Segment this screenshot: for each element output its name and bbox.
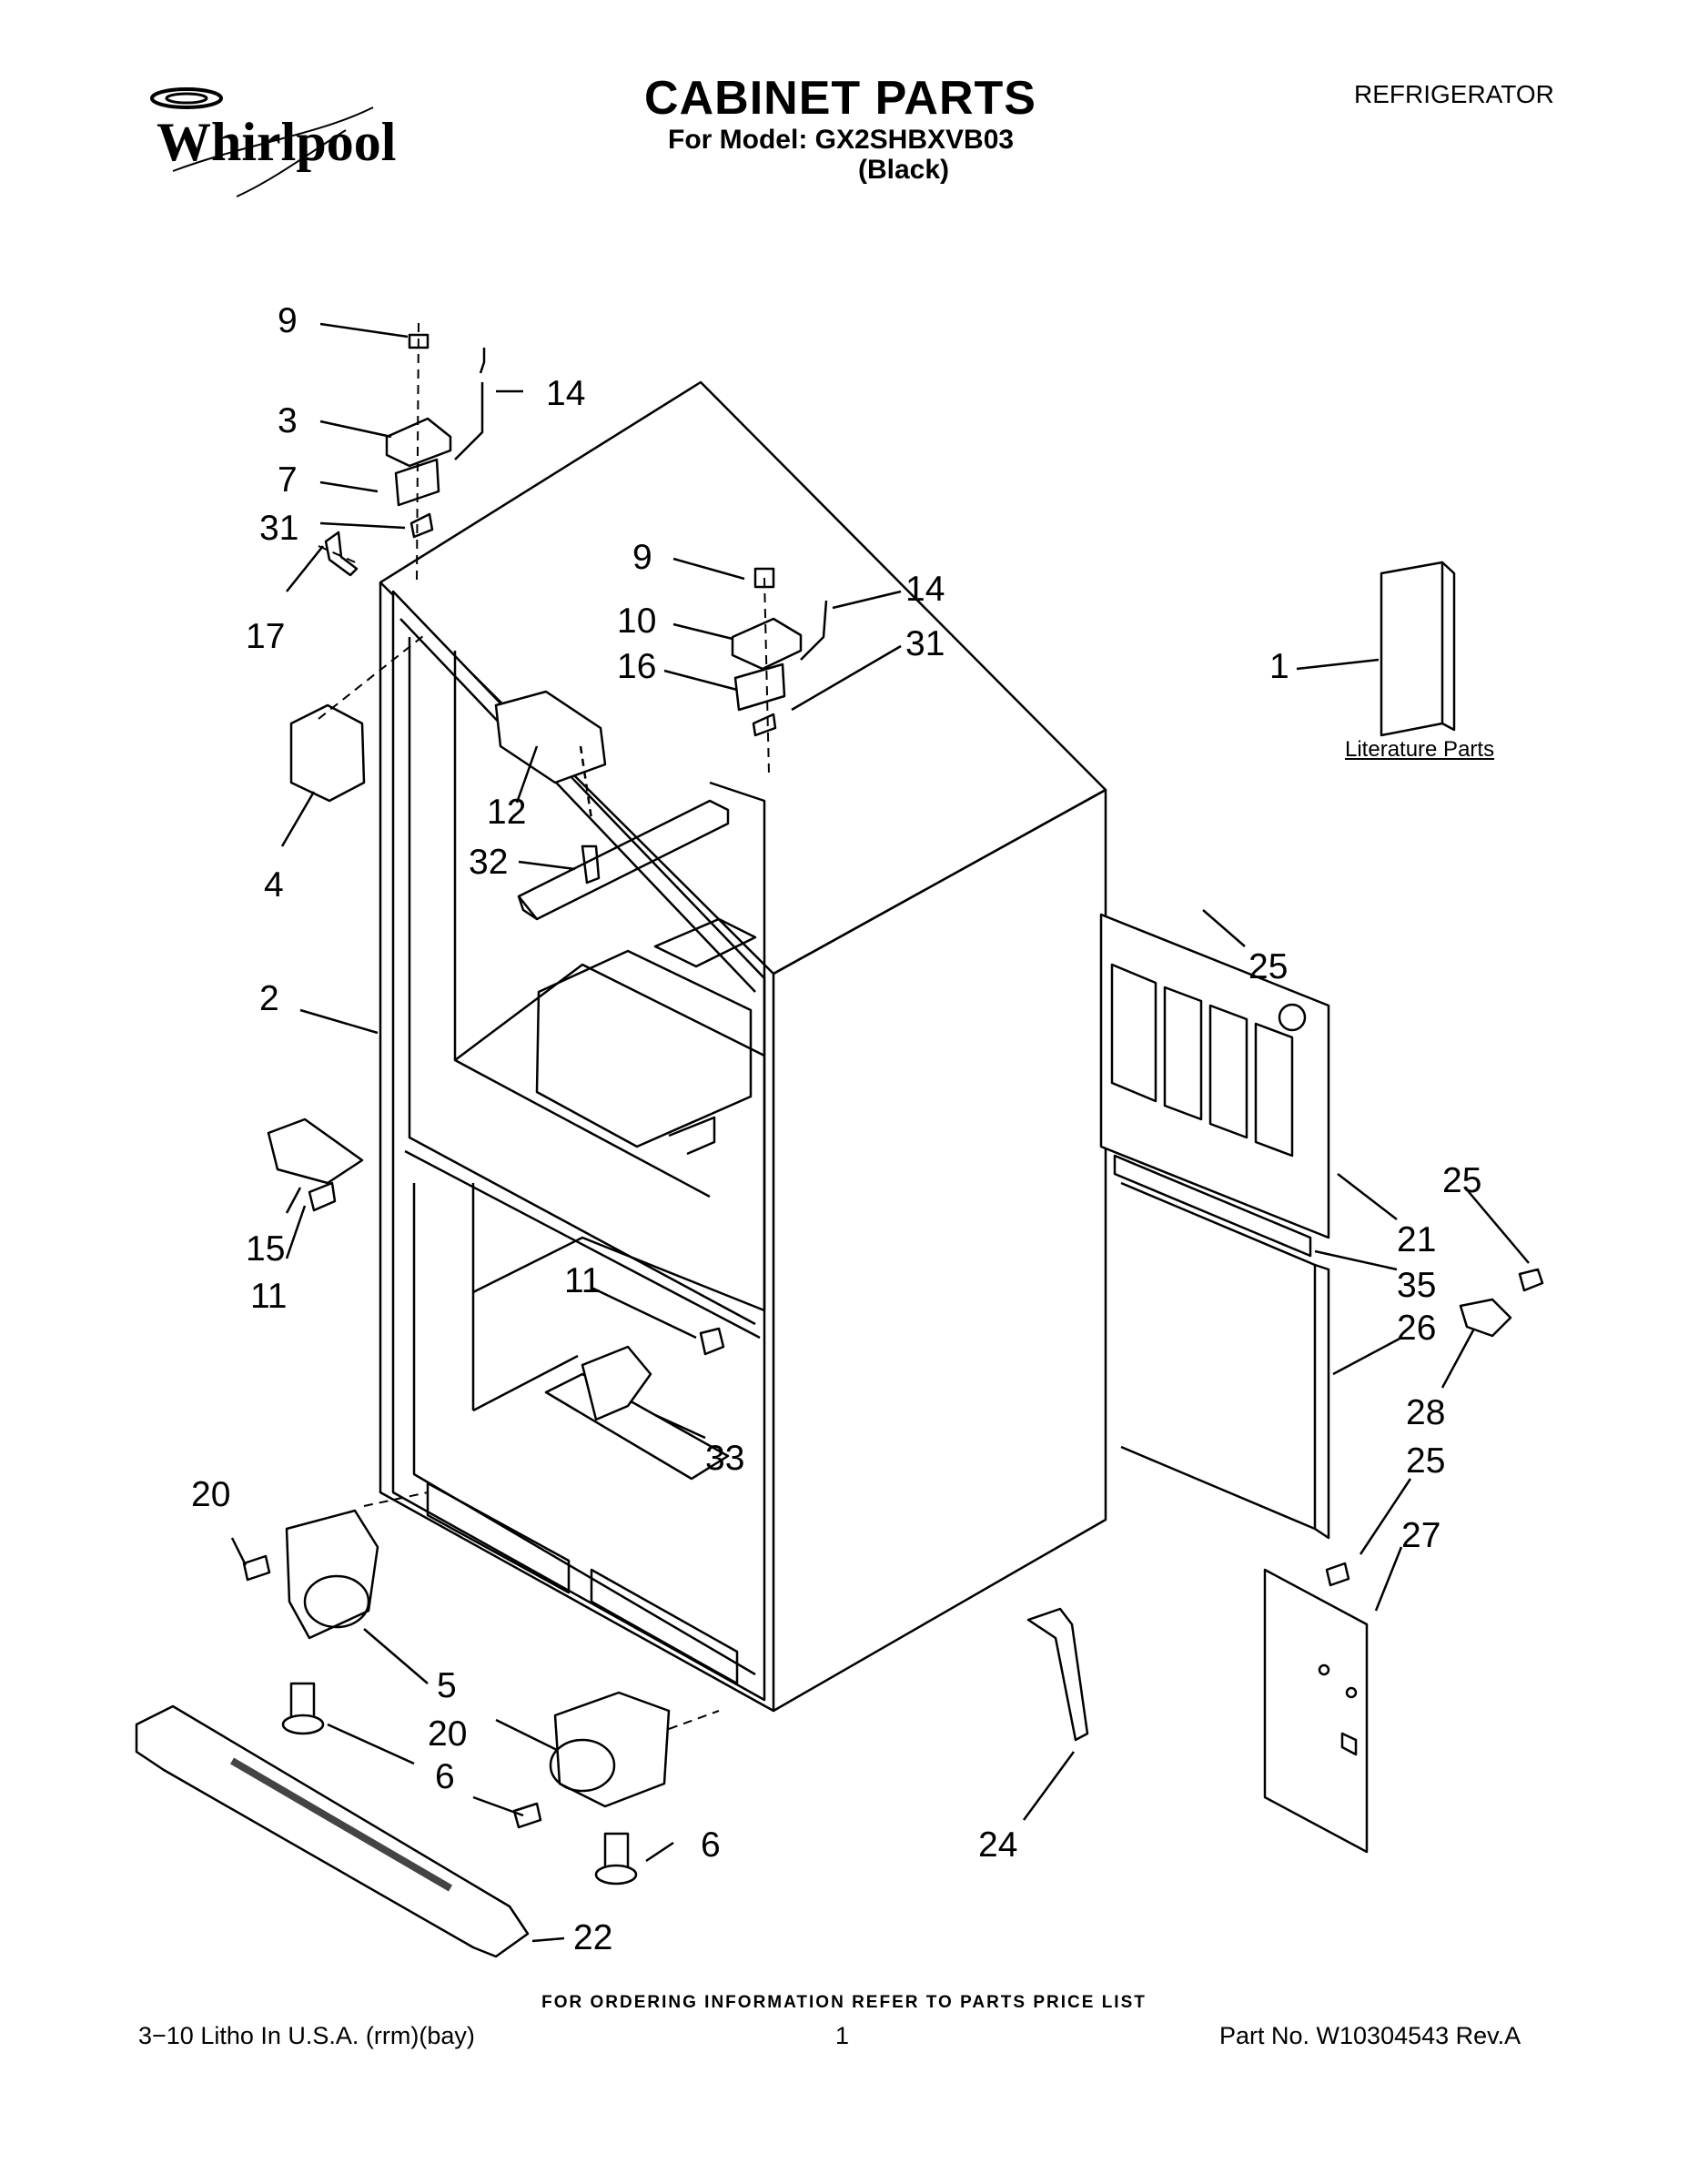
vent-12: [494, 690, 607, 784]
callout: 16: [617, 647, 656, 686]
callout: 9: [278, 301, 298, 340]
callout-labels: 9 14 3 7 31 17 9 14 10 31 16 1 4 12 32 2…: [191, 301, 1481, 1957]
part-number: Part No. W10304543 Rev.A: [1219, 2022, 1521, 2049]
screw-32: [581, 844, 601, 885]
callout: 25: [1442, 1161, 1481, 1200]
screw-11: [699, 1327, 725, 1356]
callout: 31: [905, 624, 945, 663]
page-title: CABINET PARTS: [644, 72, 1036, 125]
cabinet-body: [379, 380, 1107, 1713]
callout: 17: [246, 617, 285, 656]
callout: 12: [487, 793, 526, 832]
logo-swirl-icon: [150, 87, 374, 197]
power-cord-24: [1026, 1607, 1089, 1742]
model-line: For Model: GX2SHBXVB03: [668, 125, 1015, 155]
screw-25-lower: [1325, 1562, 1350, 1587]
literature-parts-label: Literature Parts: [1345, 737, 1495, 762]
roller-5-left: [285, 1509, 379, 1640]
leader-lines: [230, 322, 1530, 1943]
callout: 20: [428, 1714, 467, 1754]
callout: 25: [1406, 1441, 1445, 1481]
hinge-15: [267, 1117, 364, 1185]
callout: 21: [1397, 1220, 1436, 1259]
callout: 14: [546, 374, 585, 413]
callout: 7: [278, 460, 298, 500]
litho-info: 3−10 Litho In U.S.A. (rrm)(bay): [138, 2022, 475, 2049]
panel-26: [1120, 1181, 1317, 1531]
hinge-left-upper: [385, 333, 486, 539]
brand-name: Whirlpool: [157, 112, 397, 172]
callout: 27: [1401, 1516, 1440, 1555]
screw-25: [1518, 1268, 1544, 1292]
screw-20-right: [512, 1802, 542, 1829]
callout: 2: [259, 979, 279, 1018]
callout: 35: [1397, 1266, 1436, 1305]
callout: 10: [617, 602, 656, 641]
page-number: 1: [835, 2022, 850, 2049]
callout: 3: [278, 401, 298, 440]
whirlpool-logo: Whirlpool: [136, 80, 400, 207]
grille-21: [1099, 913, 1330, 1239]
callout: 6: [435, 1757, 455, 1796]
callout: 22: [573, 1918, 612, 1957]
callout: 14: [905, 570, 945, 609]
callout: 28: [1406, 1393, 1445, 1432]
callout: 25: [1248, 947, 1288, 986]
callout: 5: [437, 1666, 457, 1705]
callout: 33: [705, 1439, 744, 1478]
callout: 15: [246, 1229, 285, 1269]
hinge-33: [581, 1345, 652, 1421]
callout: 4: [264, 865, 284, 905]
callout: 11: [250, 1277, 288, 1316]
access-panel-27: [1263, 1568, 1369, 1854]
callout: 6: [701, 1825, 721, 1865]
hinge-cover-17: [324, 531, 359, 577]
gasket-35: [1113, 1154, 1312, 1258]
callout: 1: [1269, 647, 1289, 686]
literature-book: [1380, 561, 1444, 737]
base-grille-22: [135, 1704, 530, 1958]
callout: 32: [469, 843, 508, 882]
color-line: (Black): [858, 155, 950, 185]
appliance-type: REFRIGERATOR: [1354, 80, 1554, 108]
ordering-note: FOR ORDERING INFORMATION REFER TO PARTS …: [541, 1993, 1147, 2012]
callout: 24: [978, 1825, 1017, 1865]
callout: 26: [1397, 1309, 1436, 1348]
screw-20-left: [242, 1554, 271, 1582]
clamp-28: [1459, 1298, 1512, 1338]
callout: 9: [632, 538, 652, 577]
callout: 20: [191, 1475, 230, 1514]
callout: 11: [564, 1261, 601, 1300]
callout: 31: [259, 509, 298, 548]
control-housing-4: [289, 703, 366, 803]
